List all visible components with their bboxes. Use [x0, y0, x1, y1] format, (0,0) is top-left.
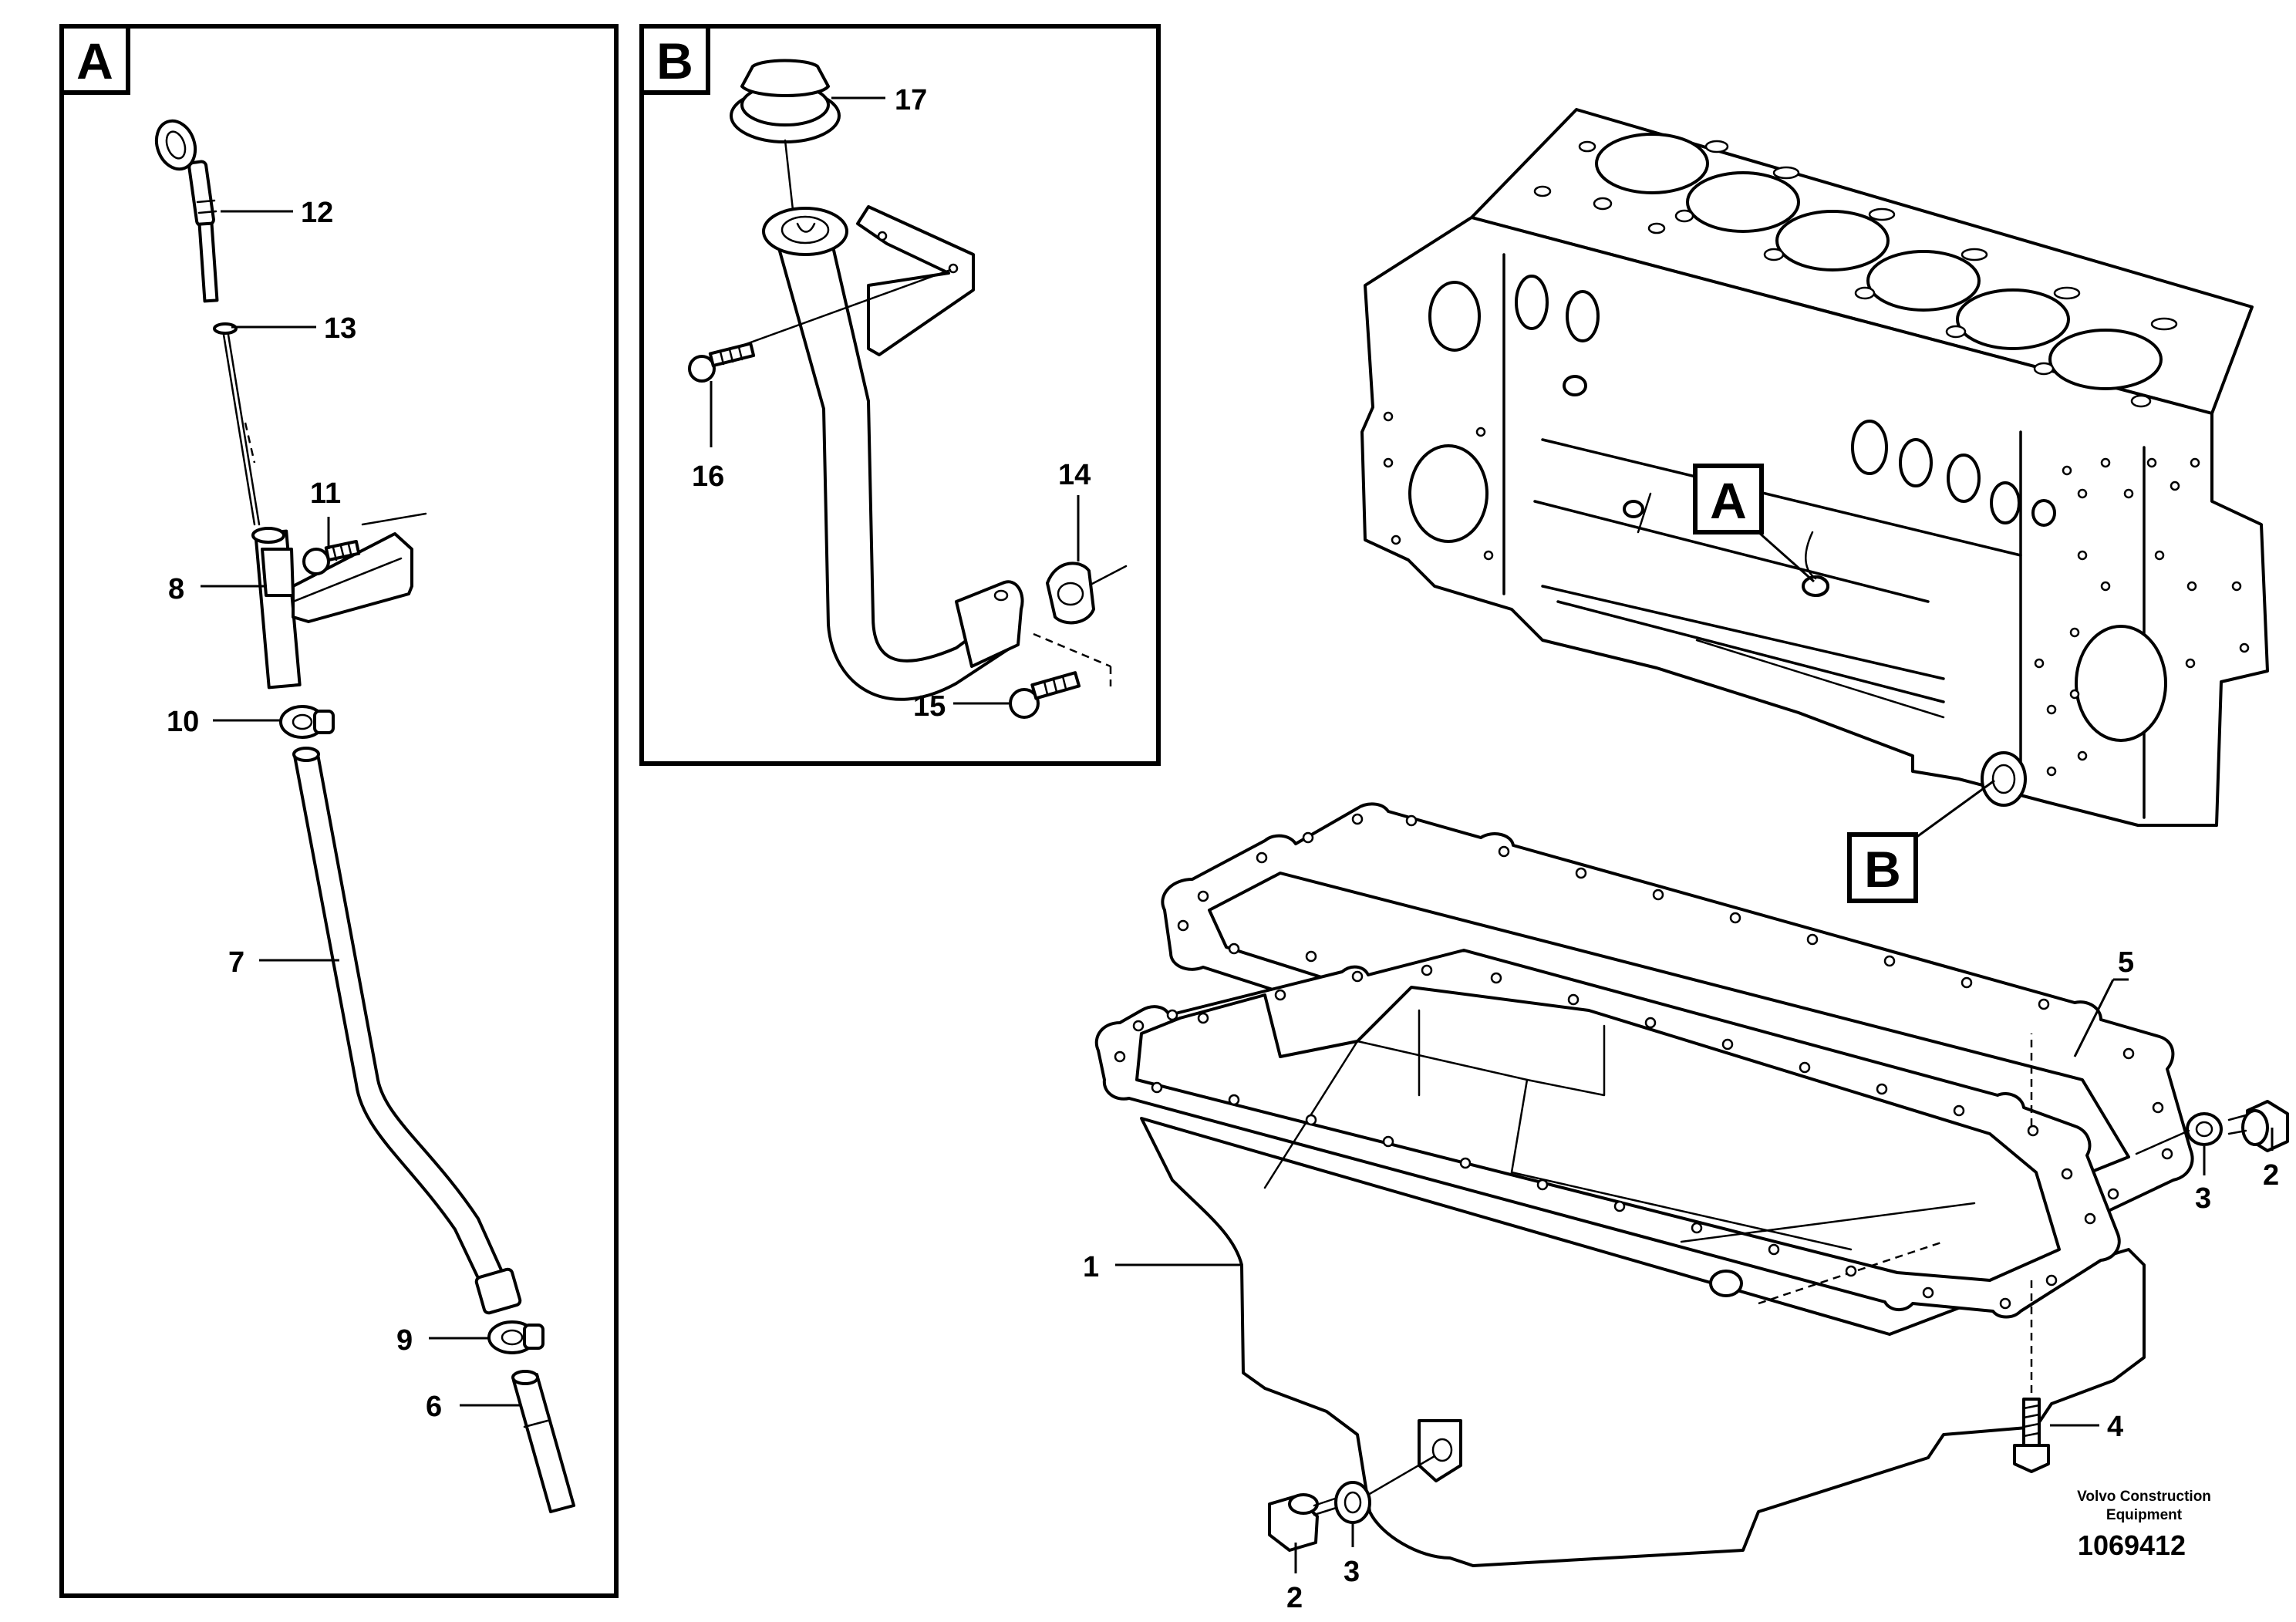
drain-plug-bottom [1268, 1493, 1345, 1552]
callout-1: 1 [1083, 1251, 1099, 1283]
pan-bolt [2013, 1398, 2050, 1473]
callout-8: 8 [168, 573, 184, 605]
filler-bracket [856, 205, 975, 356]
clamp-upper [279, 705, 335, 739]
panel-b-badge [639, 24, 710, 95]
filler-tube [777, 245, 1012, 701]
dipstick-port [1802, 575, 1829, 597]
callout-7: 7 [228, 946, 244, 979]
clamp-lower [487, 1320, 544, 1354]
panel-a: A [59, 24, 619, 1598]
dipstick-handle [154, 119, 219, 303]
callout-13: 13 [324, 312, 356, 345]
deck-holes [1533, 140, 2178, 408]
panel-a-frame [59, 24, 619, 1598]
callout-2-bottom: 2 [1286, 1582, 1303, 1614]
panel-a-badge [59, 24, 130, 95]
drain-plug-side [2227, 1100, 2289, 1152]
callout-10: 10 [167, 706, 199, 738]
callout-15: 15 [913, 690, 946, 723]
dipstick-blade [222, 333, 256, 526]
callout-3-side: 3 [2195, 1182, 2211, 1215]
document-number: 1069412 [2078, 1529, 2186, 1561]
panel-b-frame [639, 24, 1161, 766]
panel-b: B [639, 24, 1161, 766]
bracket-bolt [302, 540, 361, 575]
callout-4: 4 [2107, 1411, 2123, 1443]
engine-block: A B [1360, 108, 2269, 903]
main-guide-tube [293, 753, 507, 1293]
lower-pipe [512, 1373, 575, 1513]
callout-3-bottom: 3 [1344, 1556, 1360, 1588]
oil-pan [1094, 949, 2146, 1567]
upper-guide-tube [251, 527, 302, 690]
brand-line-2: Equipment [2106, 1507, 2183, 1523]
o-ring [213, 322, 238, 335]
flange-bolt-15 [1009, 671, 1081, 719]
filler-bolt-16 [688, 342, 756, 383]
engine-tag-a-label: A [1710, 472, 1747, 529]
callout-12: 12 [301, 197, 333, 229]
engine-tag-a [1693, 464, 1764, 534]
callout-11: 11 [310, 477, 341, 510]
callout-9: 9 [396, 1324, 413, 1357]
callout-14: 14 [1058, 459, 1091, 491]
engine-tag-b-label: B [1864, 841, 1901, 898]
filler-cap [730, 59, 841, 225]
callout-16: 16 [692, 460, 724, 493]
panel-a-label: A [76, 32, 113, 89]
callout-17: 17 [895, 84, 927, 116]
washer-side [2186, 1112, 2223, 1146]
callout-5: 5 [2118, 946, 2134, 979]
engine-tag-b [1847, 832, 1918, 903]
pan-holes [1114, 964, 2096, 1310]
callout-6: 6 [426, 1391, 442, 1423]
callout-2-side: 2 [2263, 1159, 2279, 1192]
panel-b-label: B [656, 32, 693, 89]
face-holes [1383, 411, 2250, 777]
washer-bottom [1334, 1481, 1371, 1524]
brand-line-1: Volvo Construction [2077, 1489, 2211, 1505]
tube-flange [955, 580, 1024, 668]
